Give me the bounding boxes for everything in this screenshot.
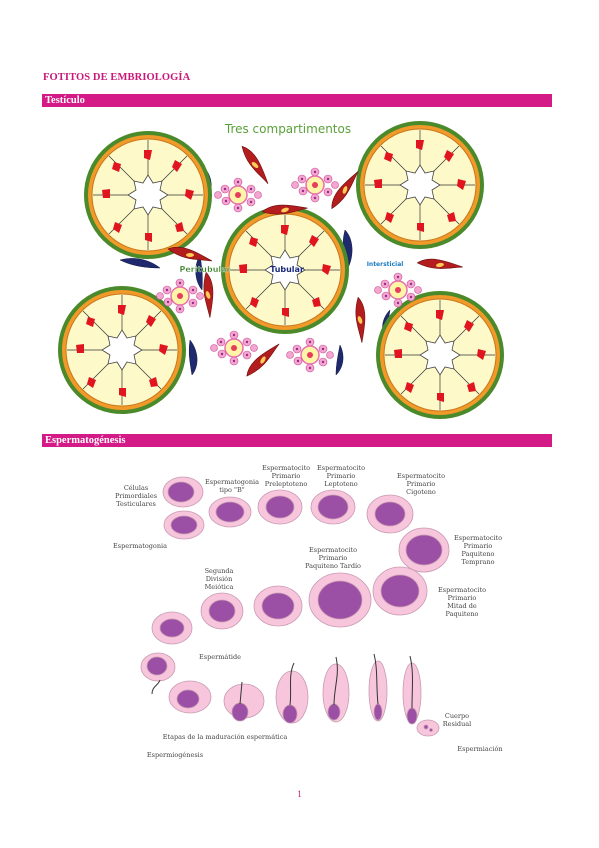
- cell-meiotica-1: [200, 592, 244, 630]
- cell-espermatide-7: [402, 655, 422, 725]
- cell-paquiteno-temprano: [398, 527, 450, 573]
- section-heading-espermatogenesis: Espermatogénesis: [42, 434, 552, 447]
- cell-primordial: [162, 476, 204, 508]
- label-etapas: Etapas de la maduración espermática: [163, 733, 288, 741]
- label-espermatogonia: Espermatogonia: [113, 542, 167, 550]
- document-title: FOTITOS DE EMBRIOLOGÍA: [43, 72, 191, 83]
- cell-paquiteno-tardio: [308, 572, 372, 628]
- cell-espermatide-5: [322, 656, 350, 723]
- label-peritubular: Peritubular: [179, 265, 230, 274]
- label-espermiogenesis: Espermiogénesis: [147, 751, 203, 759]
- cell-espermatogonia-b: [208, 496, 252, 528]
- label-espermatide: Espermátide: [199, 653, 241, 661]
- cell-segunda-division: [253, 585, 303, 627]
- cell-espermatide-1: [140, 652, 176, 695]
- section-heading-testiculo: Testículo: [42, 94, 552, 107]
- label-tubular: Tubular: [270, 265, 304, 274]
- cell-preleptoteno: [257, 489, 303, 525]
- testis-figure-title: Tres compartimentos: [224, 122, 351, 136]
- cell-espermatide-3: [223, 681, 265, 722]
- cell-meiotica-2: [151, 611, 193, 645]
- cell-espermatide-2: [168, 680, 212, 714]
- page-number: 1: [297, 789, 302, 799]
- label-espermiacion: Espermiación: [457, 745, 502, 753]
- cell-leptoteno: [310, 489, 356, 525]
- cell-espermatogonia: [163, 510, 205, 540]
- cell-mitad-paquiteno: [372, 566, 428, 616]
- cell-cuerpo-residual: [416, 719, 440, 737]
- cell-espermatide-4: [275, 662, 309, 724]
- cell-espermatide-6: [368, 653, 388, 722]
- label-intersticial: Intersticial: [367, 261, 404, 268]
- cell-cigoteno: [366, 494, 414, 534]
